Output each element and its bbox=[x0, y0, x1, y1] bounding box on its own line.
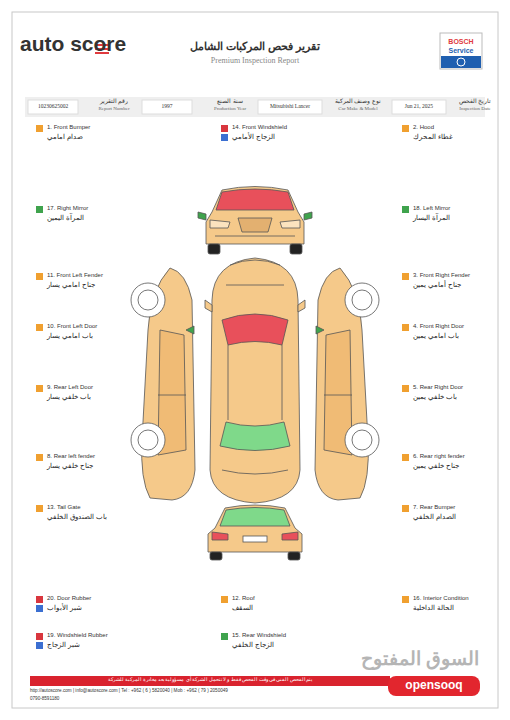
bosch-logo bbox=[441, 56, 481, 68]
car-drawing bbox=[131, 187, 379, 561]
part-name-ar: باب الصندوق الخلفي bbox=[47, 513, 107, 520]
info-band bbox=[25, 97, 485, 117]
disclaimer: يتم الفحص الفني في وقت الفحص فقط و لا تت… bbox=[108, 677, 312, 683]
field-label: تاريخ الفحص bbox=[459, 98, 492, 104]
field-label: Report Number bbox=[98, 106, 129, 112]
field-value: 10230625002 bbox=[38, 103, 68, 109]
status-marker bbox=[402, 385, 409, 392]
part-name: 2. Hood bbox=[413, 124, 434, 131]
part-name: 10. Front Left Door bbox=[47, 323, 97, 330]
status-marker bbox=[402, 125, 409, 132]
value-cell bbox=[28, 100, 78, 114]
field-value: Mitsubishi Lancer bbox=[270, 103, 310, 109]
value-cell bbox=[142, 100, 192, 114]
part-name-ar: باب خلفي يمين bbox=[413, 393, 457, 400]
status-marker bbox=[36, 324, 43, 331]
part-name-ar: جناح خلفي يسار bbox=[47, 462, 93, 469]
logo-text: Service bbox=[449, 47, 474, 55]
field-value: Jun 21, 2025 bbox=[405, 103, 433, 109]
field-label: Inspection Date bbox=[459, 106, 491, 112]
page-frame bbox=[12, 12, 498, 708]
part-name: 15. Rear Windshield bbox=[232, 632, 286, 639]
part-name-ar: المرآة اليسار bbox=[413, 214, 450, 221]
part-name: 20. Door Rubber bbox=[47, 595, 91, 602]
part-name-ar: باب خلفي يسار bbox=[47, 393, 91, 400]
part-name: 19. Windshield Rubber bbox=[47, 632, 108, 639]
watermark-badge bbox=[388, 676, 480, 696]
status-marker bbox=[36, 273, 43, 280]
bosch-logo bbox=[440, 33, 482, 69]
part-name: 18. Left Mirror bbox=[413, 205, 450, 212]
status-marker bbox=[402, 324, 409, 331]
field-label: سنة الصنع bbox=[217, 98, 243, 104]
status-marker bbox=[402, 206, 409, 213]
part-name-ar: الصدام الخلفي bbox=[413, 513, 456, 520]
part-name: 14. Front Windshield bbox=[232, 124, 287, 131]
watermark: السوق المفتوح bbox=[361, 648, 479, 670]
part-name-ar: المرآة اليمين bbox=[47, 214, 84, 221]
status-marker bbox=[221, 633, 228, 640]
status-marker bbox=[36, 385, 43, 392]
part-name: 3. Front Right Fender bbox=[413, 272, 470, 279]
status-marker bbox=[36, 596, 43, 603]
part-name: 17. Right Mirror bbox=[47, 205, 88, 212]
contact-line: http://autoscore.com | info@autoscore.co… bbox=[30, 688, 228, 693]
part-name: 16. Interior Condition bbox=[413, 595, 469, 602]
part-name-ar: غطاء المحرك bbox=[413, 133, 453, 140]
part-name: 4. Front Right Door bbox=[413, 323, 464, 330]
part-name-ar: باب امامي يمين bbox=[413, 332, 459, 339]
field-label: رقم التقرير bbox=[100, 98, 129, 104]
field-label: Production Year bbox=[214, 106, 246, 112]
part-name-ar: الزجاج الأمامي bbox=[232, 133, 275, 140]
part-name-ar: السقف bbox=[232, 604, 253, 611]
status-marker bbox=[221, 134, 228, 141]
status-marker bbox=[36, 642, 43, 649]
status-marker bbox=[36, 454, 43, 461]
status-marker bbox=[36, 605, 43, 612]
part-name: 13. Tail Gate bbox=[47, 504, 81, 511]
status-marker bbox=[402, 505, 409, 512]
bosch-logo bbox=[457, 58, 465, 66]
watermark: opensooq bbox=[405, 679, 462, 693]
part-name-ar: جناح خلفي يمين bbox=[413, 462, 459, 469]
status-marker bbox=[221, 596, 228, 603]
field-label: نوع وصنف المركبة bbox=[335, 98, 381, 104]
subtitle: Premium Inspection Report bbox=[211, 56, 299, 65]
report-title: تقرير فحص المركبات الشامل bbox=[190, 40, 320, 53]
part-name-ar: الحالة الداخلية bbox=[413, 604, 454, 611]
field-label: Car Make & Model bbox=[338, 106, 377, 112]
part-name-ar: الزجاج الخلفي bbox=[232, 641, 274, 648]
part-name: 7. Rear Bumper bbox=[413, 504, 455, 511]
logo-text: auto score bbox=[20, 32, 126, 56]
part-name-ar: جناح أمامي يمين bbox=[413, 281, 461, 288]
part-name-ar: شبر الزجاج bbox=[47, 641, 80, 648]
status-marker bbox=[36, 206, 43, 213]
part-name: 11. Front Left Fender bbox=[47, 272, 103, 279]
footer-bar bbox=[30, 676, 390, 686]
logo-text: BOSCH bbox=[448, 38, 473, 46]
part-name-ar: باب امامي يسار bbox=[47, 332, 93, 339]
part-name-ar: جناح امامي يسار bbox=[47, 281, 95, 288]
status-marker bbox=[402, 273, 409, 280]
value-cell bbox=[392, 100, 446, 114]
status-marker bbox=[36, 505, 43, 512]
part-name: 8. Rear left fender bbox=[47, 453, 95, 460]
contact-line: 0790-8591180 bbox=[30, 696, 59, 701]
part-name: 9. Rear Left Door bbox=[47, 384, 93, 391]
part-name: 12. Roof bbox=[232, 595, 255, 602]
field-value: 1997 bbox=[162, 103, 173, 109]
part-name-ar: شبر الأبواب bbox=[47, 604, 82, 611]
status-marker bbox=[221, 125, 228, 132]
value-cell bbox=[258, 100, 322, 114]
status-marker bbox=[36, 633, 43, 640]
status-marker bbox=[36, 125, 43, 132]
status-marker bbox=[402, 596, 409, 603]
part-name: 1. Front Bumper bbox=[47, 124, 90, 131]
part-name-ar: صدام امامي bbox=[47, 133, 83, 140]
status-marker bbox=[402, 454, 409, 461]
part-name: 5. Rear Right Door bbox=[413, 384, 463, 391]
part-name: 6. Rear right fender bbox=[413, 453, 465, 460]
